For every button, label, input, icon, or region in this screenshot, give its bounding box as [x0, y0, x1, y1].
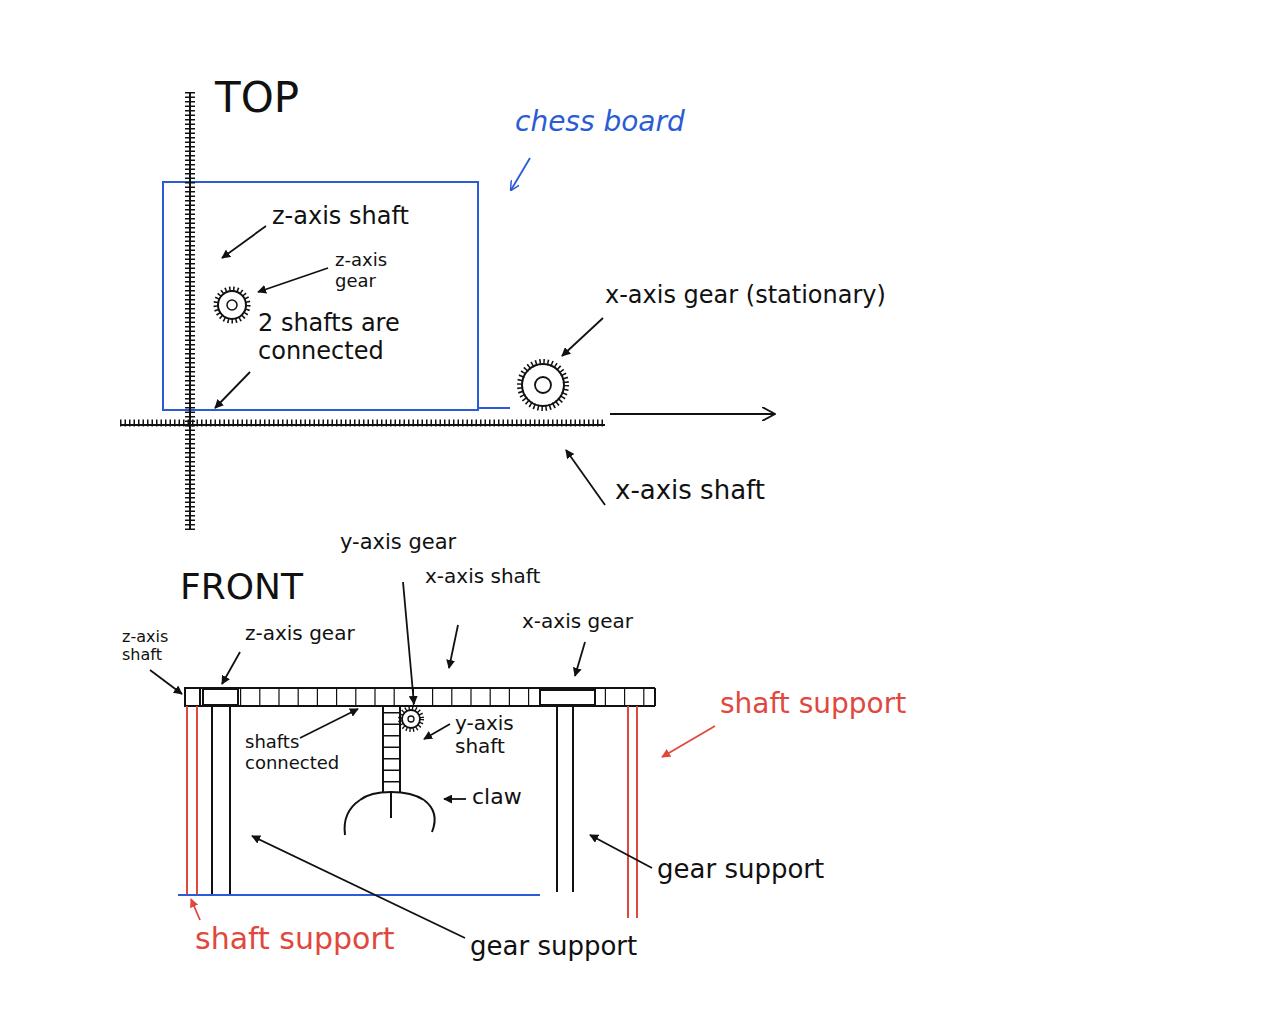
leader-line: [222, 226, 266, 258]
leader-line: [566, 450, 605, 505]
part-label: z-axis shaft: [122, 628, 202, 665]
note-label: shafts connected: [245, 732, 340, 773]
x-axis-gear: [540, 690, 595, 705]
y-axis-shaft: [399, 706, 401, 792]
leader-line: [215, 372, 250, 408]
shaft-support: [627, 706, 629, 918]
part-label: x-axis shaft: [615, 476, 765, 506]
part-label: z-axis shaft: [272, 203, 409, 231]
gear-hub: [408, 716, 414, 722]
x-axis-shaft-teeth: [120, 420, 605, 427]
x-axis-shaft: [185, 687, 655, 689]
leader-line: [590, 835, 652, 868]
part-label: x-axis shaft: [425, 565, 540, 588]
part-label: claw: [472, 784, 522, 809]
leader-line: [258, 268, 328, 292]
motion-arrow: [610, 413, 775, 415]
part-label: chess board: [515, 106, 685, 138]
z-axis-shaft: [189, 92, 191, 530]
leader-line: [511, 158, 530, 190]
shaft-ticks: [240, 688, 650, 706]
gear-hub: [227, 300, 237, 310]
part-label: x-axis gear: [522, 610, 633, 633]
chess-board-edge: [478, 407, 510, 409]
gear-teeth: [520, 362, 566, 408]
leader-line: [300, 709, 358, 738]
shaft-ticks: [383, 712, 400, 790]
gear-teeth: [216, 289, 248, 321]
part-label: x-axis gear (stationary): [605, 282, 886, 310]
x-axis-shaft: [120, 424, 605, 426]
shaft-support: [636, 706, 638, 918]
leader-line: [222, 652, 240, 684]
gear-hub: [535, 377, 551, 393]
leader-line: [150, 670, 182, 694]
y-axis-gear: [402, 710, 420, 728]
view-title: FRONT: [180, 566, 303, 607]
gear-support: [229, 706, 231, 895]
leader-line: [424, 724, 450, 739]
claw-finger: [424, 800, 435, 832]
gear-support: [572, 706, 574, 892]
note-label: 2 shafts are connected: [258, 310, 433, 365]
chess-board: [178, 894, 540, 896]
shaft-support: [186, 706, 188, 895]
gear-teeth: [400, 708, 422, 730]
part-label: z-axis gear: [245, 622, 355, 645]
claw-stem: [390, 792, 392, 818]
leader-line: [449, 625, 458, 668]
part-label: y-axis gear: [340, 530, 456, 554]
part-label: gear support: [657, 855, 824, 885]
y-axis-shaft: [382, 706, 384, 792]
part-label: y-axis shaft: [455, 712, 535, 758]
leader-line: [662, 726, 715, 757]
leader-line: [191, 899, 200, 920]
shaft-end: [654, 688, 656, 706]
shaft-support: [196, 706, 198, 895]
gear-support: [556, 706, 558, 892]
view-title: TOP: [215, 74, 299, 122]
z-axis-gear: [203, 689, 238, 705]
claw-finger: [345, 800, 360, 835]
part-label: gear support: [470, 932, 637, 962]
gear-support: [211, 706, 213, 895]
part-label: z-axis gear: [335, 250, 415, 291]
part-label: shaft support: [720, 688, 906, 720]
leader-line: [444, 798, 466, 800]
z-axis-shaft: [185, 688, 200, 706]
leader-line: [562, 318, 603, 356]
leader-line: [575, 642, 585, 676]
chess-board: [163, 182, 478, 410]
leader-line: [403, 582, 414, 704]
x-axis-gear: [522, 364, 564, 406]
part-label: shaft support: [195, 922, 395, 957]
z-axis-shaft-teeth: [185, 92, 195, 530]
